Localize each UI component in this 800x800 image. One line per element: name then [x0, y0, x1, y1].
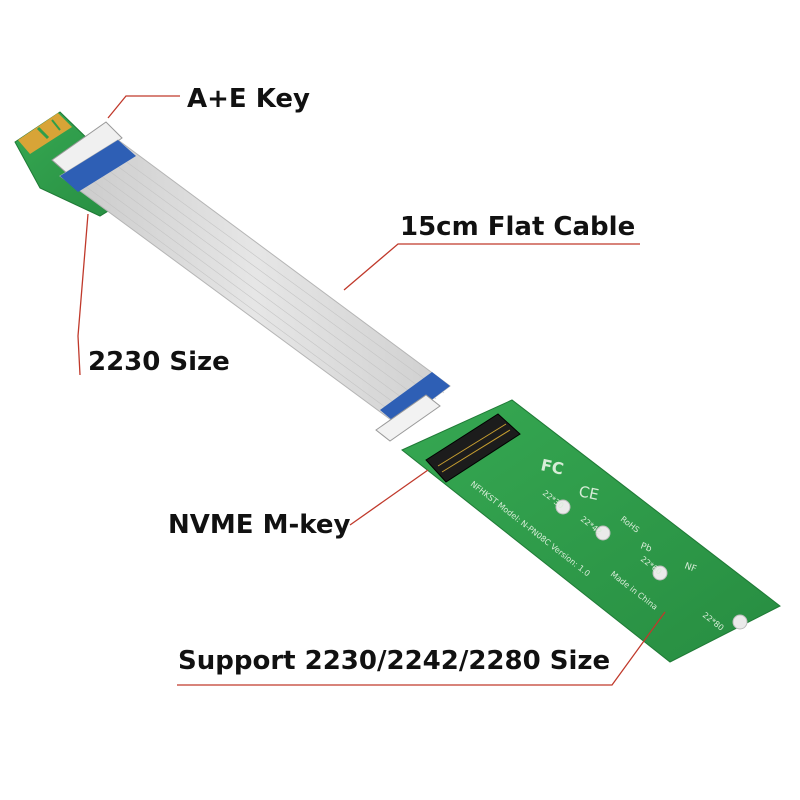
pb-mark: Pb	[639, 541, 653, 554]
nf-mark: NF	[683, 561, 698, 574]
size-2230-label: 2230 Size	[88, 347, 230, 377]
leader-flat-cable	[343, 243, 640, 291]
leader-ae-key	[107, 95, 180, 119]
nvme-mkey-label: NVME M-key	[168, 510, 351, 540]
support-sizes-label: Support 2230/2242/2280 Size	[178, 646, 611, 676]
flat-cable-label: 15cm Flat Cable	[400, 212, 636, 242]
cable-end-bottom	[380, 372, 450, 425]
m2-socket	[425, 413, 521, 483]
ce-mark: CE	[577, 482, 600, 504]
mkey-board: FC CE NFHKST Model: N-PN08C Version: 1.0…	[401, 399, 781, 663]
mounting-holes	[555, 499, 748, 630]
leader-nvme	[349, 469, 429, 526]
flat-cable	[59, 139, 451, 442]
leader-2230-size	[77, 213, 89, 376]
leader-lines	[77, 95, 666, 686]
ae-key-label: A+E Key	[187, 84, 310, 114]
leader-support	[177, 611, 666, 686]
fc-mark: FC	[539, 455, 565, 478]
cable-end-top	[60, 140, 136, 192]
